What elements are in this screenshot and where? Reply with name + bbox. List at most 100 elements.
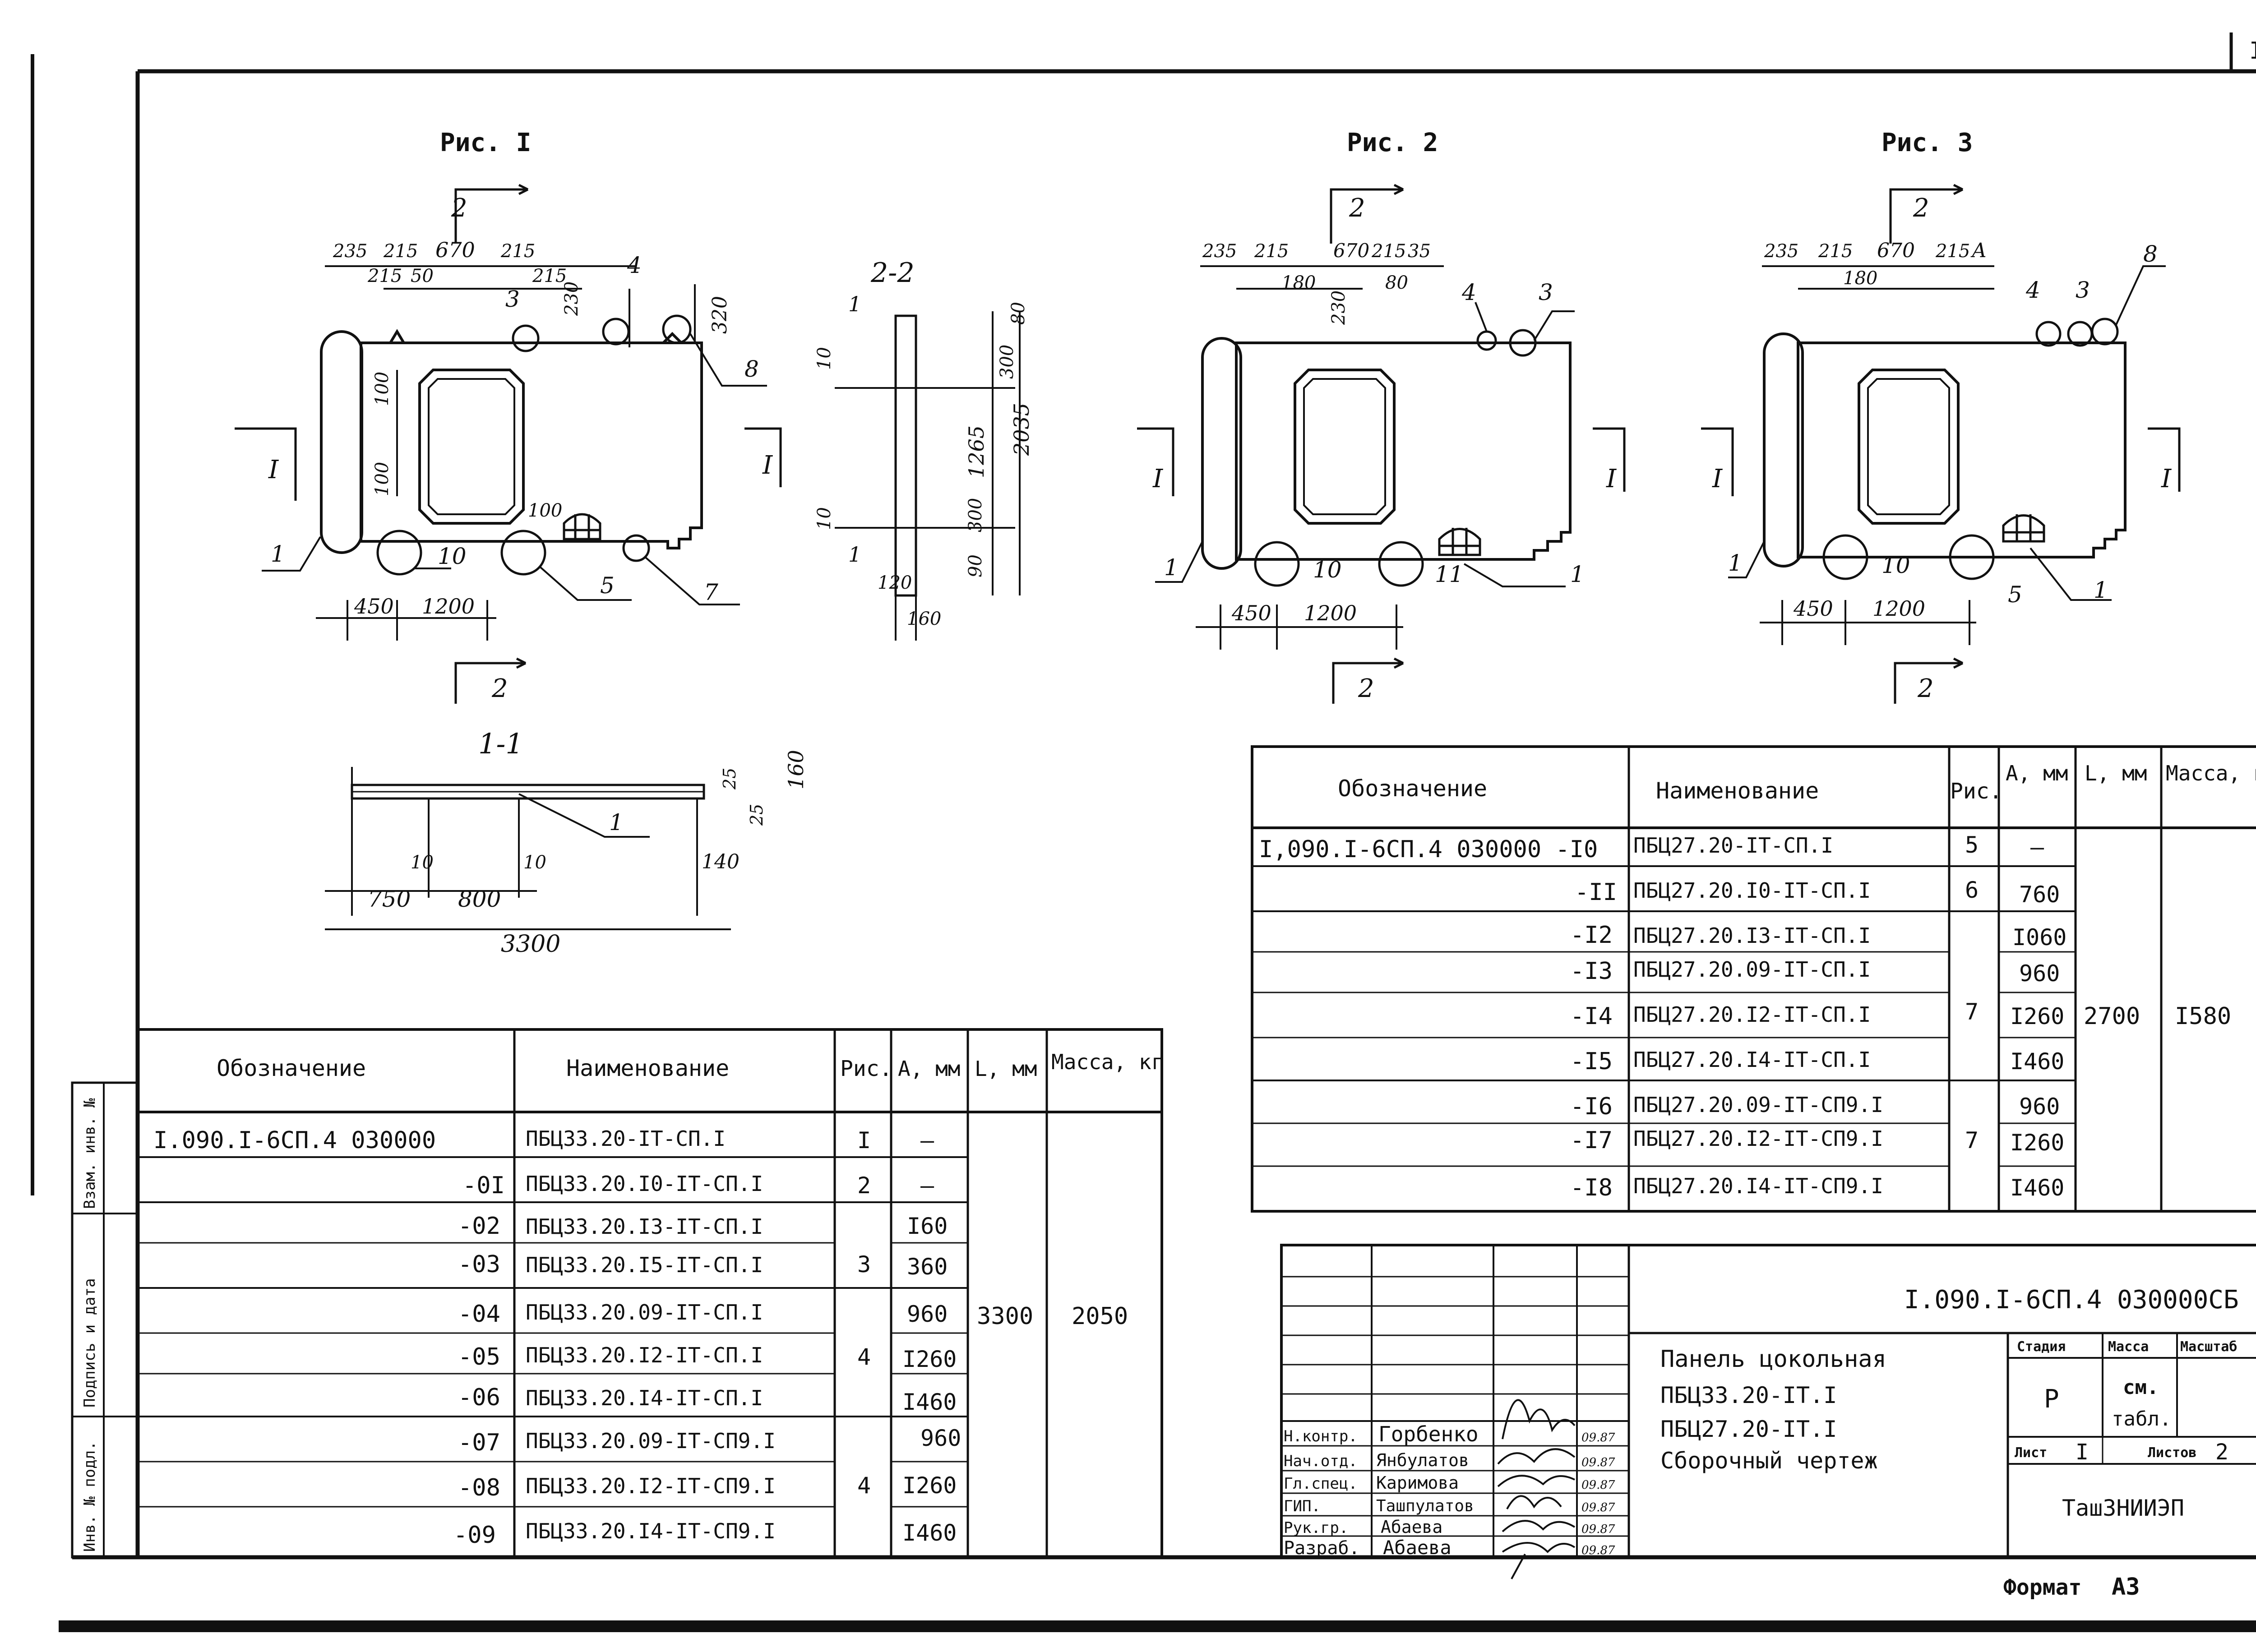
figure-1: Рис. I 2 2 bbox=[235, 128, 782, 704]
fig2-callout: 1 bbox=[1164, 554, 1179, 581]
signer-name: Янбулатов bbox=[1376, 1450, 1469, 1470]
table-a-rows: I.090.I-6СП.4 030000 ПБЦ33.20-IТ-СП.I I … bbox=[153, 1126, 961, 1549]
sheet-number: I9 bbox=[2249, 37, 2256, 65]
fig3-dim: 670 bbox=[1877, 239, 1915, 262]
fig2-grid-detail bbox=[1438, 528, 1481, 556]
sec11-dim: 3300 bbox=[501, 931, 560, 958]
fig3-panel-outline bbox=[1797, 341, 2127, 558]
table-a-cell: -08 bbox=[458, 1474, 500, 1501]
table-a-cell: ПБЦ33.20.09-IТ-СП.I bbox=[526, 1300, 763, 1324]
table-b-cell: I060 bbox=[2012, 924, 2066, 951]
table-b-cell: ПБЦ27.20.I4-IТ-СП9.I bbox=[1633, 1174, 1883, 1198]
sheets-value: 2 bbox=[2215, 1440, 2228, 1465]
fig1-callout: 1 bbox=[271, 541, 285, 567]
fig3-dim: 1200 bbox=[1872, 596, 1925, 621]
table-a-cell: I60 bbox=[907, 1213, 948, 1239]
table-a-header-designation: Обозначение bbox=[217, 1055, 366, 1081]
table-a-cell: ПБЦ33.20.I4-IТ-СП.I bbox=[526, 1386, 763, 1410]
fig1-dim: 450 bbox=[354, 594, 394, 618]
table-b-cell: I460 bbox=[2010, 1048, 2064, 1075]
fig2-dim: 235 bbox=[1202, 241, 1237, 262]
table-a-cell: – bbox=[920, 1172, 934, 1199]
sec11-dim: 140 bbox=[702, 850, 740, 873]
fig3-callout: 1 bbox=[1728, 550, 1743, 576]
sec22-dim: 1265 bbox=[964, 425, 989, 478]
fig2-panel-outline bbox=[1235, 341, 1572, 561]
fig1-detail-3 bbox=[512, 324, 540, 352]
figure-3: Рис. 3 2 2 I I 235 215 670 215 А 180 450 bbox=[1701, 128, 2181, 704]
table-a-cell: 960 bbox=[920, 1425, 961, 1451]
signer-date: 09.87 bbox=[1581, 1523, 1615, 1536]
fig3-dim: 215 bbox=[1935, 241, 1970, 262]
fig2-callout: 3 bbox=[1539, 279, 1553, 305]
sec22-dim: 300 bbox=[965, 498, 986, 532]
doc-code: I.090.I-6СП.4 030000СБ bbox=[1904, 1285, 2239, 1315]
sec22-dim: 120 bbox=[878, 572, 912, 593]
table-b-cell: -I4 bbox=[1570, 1003, 1613, 1030]
table-a-cell: ПБЦ33.20.I4-IТ-СП9.I bbox=[526, 1519, 776, 1543]
scale-label: Масштаб bbox=[2180, 1339, 2237, 1355]
fig2-detail-3 bbox=[1509, 329, 1537, 357]
signer-date: 09.87 bbox=[1581, 1544, 1615, 1557]
table-a-cell: I260 bbox=[902, 1346, 957, 1372]
fig1-callout: 5 bbox=[600, 572, 615, 599]
signer-name: Горбенко bbox=[1378, 1422, 1479, 1446]
fig3-title: Рис. 3 bbox=[1882, 128, 1973, 157]
fig1-sec-2-top: 2 bbox=[451, 194, 467, 223]
fig2-dim: 450 bbox=[1231, 601, 1271, 625]
organization: ТашЗНИИЭП bbox=[2062, 1495, 2184, 1521]
table-b-cell: ПБЦ27.20.I4-IТ-СП.I bbox=[1633, 1047, 1871, 1072]
table-a-mass: 2050 bbox=[1072, 1303, 1128, 1330]
fig3-window-outer bbox=[1858, 369, 1960, 525]
table-b-header-designation: Обозначение bbox=[1338, 775, 1487, 802]
fig1-dim: 235 bbox=[333, 241, 367, 262]
sec11-callout: 1 bbox=[609, 809, 624, 835]
table-a-cell: -09 bbox=[453, 1522, 496, 1549]
table-b-cell: 7 bbox=[1965, 999, 1979, 1025]
fig3-callout: 4 bbox=[2025, 277, 2040, 303]
signer-name: Абаева bbox=[1383, 1537, 1452, 1559]
table-b-cell: 5 bbox=[1965, 832, 1979, 858]
table-b-cell: ПБЦ27.20.I2-IТ-СП9.I bbox=[1633, 1126, 1883, 1151]
sec11-dim: 750 bbox=[368, 886, 411, 912]
table-b-cell: 6 bbox=[1965, 877, 1979, 903]
table-b-cell: I260 bbox=[2010, 1003, 2064, 1029]
sec22-title: 2-2 bbox=[870, 257, 915, 289]
fig3-window-inner bbox=[1867, 378, 1950, 515]
fig1-callout: 8 bbox=[744, 356, 759, 382]
fig3-sec-2-bottom: 2 bbox=[1917, 674, 1934, 703]
mass-value-1: см. bbox=[2123, 1376, 2159, 1399]
mass-label: Масса bbox=[2108, 1339, 2149, 1355]
fig3-dim: 235 bbox=[1764, 241, 1798, 262]
stamp-replaced-inv: Взам. инв. № bbox=[81, 1098, 99, 1209]
table-b-cell: I260 bbox=[2010, 1130, 2064, 1156]
table-b-rows: I,090.I-6СП.4 030000 -I0 ПБЦ27.20-IТ-СП.… bbox=[1259, 832, 2066, 1201]
table-a-cell: 2 bbox=[857, 1172, 871, 1199]
fig2-callout: 10 bbox=[1313, 557, 1342, 583]
fig2-side-rib bbox=[1201, 337, 1242, 570]
table-a-cell: – bbox=[920, 1127, 934, 1154]
table-b-cell: – bbox=[2030, 834, 2044, 860]
stage-value: Р bbox=[2044, 1384, 2059, 1414]
signer-role: Н.контр. bbox=[1284, 1427, 1358, 1445]
table-a-cell: 960 bbox=[907, 1301, 948, 1327]
table-b-header-mass: Масса, кг bbox=[2166, 761, 2256, 785]
mass-value-2: табл. bbox=[2112, 1407, 2171, 1431]
fig1-sec-2-bottom: 2 bbox=[491, 674, 508, 703]
fig1-callout: 3 bbox=[505, 286, 520, 312]
format-label: Формат bbox=[2003, 1575, 2081, 1600]
table-panels-27 bbox=[1251, 745, 2256, 1213]
fig1-detail-4 bbox=[602, 318, 630, 346]
sec11-dim: 800 bbox=[458, 886, 501, 912]
fig2-callout: 4 bbox=[1461, 279, 1476, 305]
table-b-cell: I460 bbox=[2010, 1175, 2064, 1201]
fig3-callout: 5 bbox=[2008, 581, 2022, 608]
fig3-callout: 10 bbox=[1882, 552, 1910, 578]
sheet-frame bbox=[31, 32, 2256, 1632]
table-a-cell: ПБЦ33.20.09-IТ-СП9.I bbox=[526, 1429, 776, 1453]
fig2-callout: 1 bbox=[1570, 561, 1585, 587]
fig2-window-outer bbox=[1294, 369, 1396, 525]
table-a-cell: 3 bbox=[857, 1251, 871, 1278]
fig3-grid-detail bbox=[2002, 514, 2045, 543]
signer-name: Ташпулатов bbox=[1376, 1497, 1474, 1515]
